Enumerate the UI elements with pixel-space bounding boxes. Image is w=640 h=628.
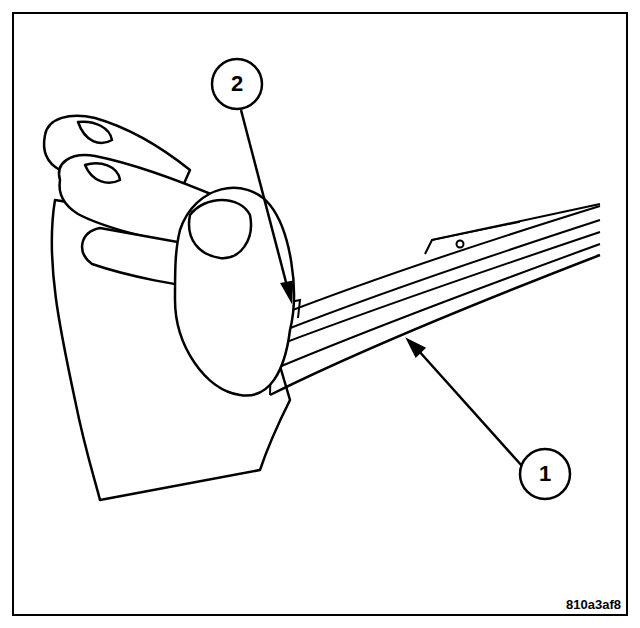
callout-number: 1 bbox=[539, 463, 551, 485]
callout-number: 2 bbox=[231, 73, 243, 95]
callout-circle bbox=[212, 59, 262, 109]
thumb bbox=[175, 188, 294, 396]
finger-nail bbox=[78, 122, 112, 143]
wiper-blade-drawing bbox=[270, 204, 600, 395]
figure-code: 810a3af8 bbox=[566, 598, 621, 611]
blade-clip bbox=[432, 222, 520, 240]
clip-hole bbox=[457, 241, 464, 248]
blade-rail bbox=[276, 232, 600, 346]
finger-nail bbox=[85, 163, 120, 182]
leader-lines bbox=[241, 110, 522, 466]
callout-circle bbox=[520, 449, 570, 499]
blade-rail bbox=[280, 220, 600, 332]
blade-clip bbox=[425, 204, 600, 254]
thumb-drawing bbox=[175, 188, 294, 396]
blade-rail bbox=[272, 244, 600, 370]
blade-rubber-edge bbox=[270, 255, 600, 395]
leader-line bbox=[241, 110, 287, 286]
leader-arrowhead bbox=[408, 340, 424, 356]
frame-border bbox=[13, 13, 627, 615]
callout-circles bbox=[212, 59, 570, 499]
leader-line bbox=[418, 350, 522, 466]
thumb-nail bbox=[189, 200, 251, 258]
leader-arrowhead bbox=[282, 282, 292, 300]
